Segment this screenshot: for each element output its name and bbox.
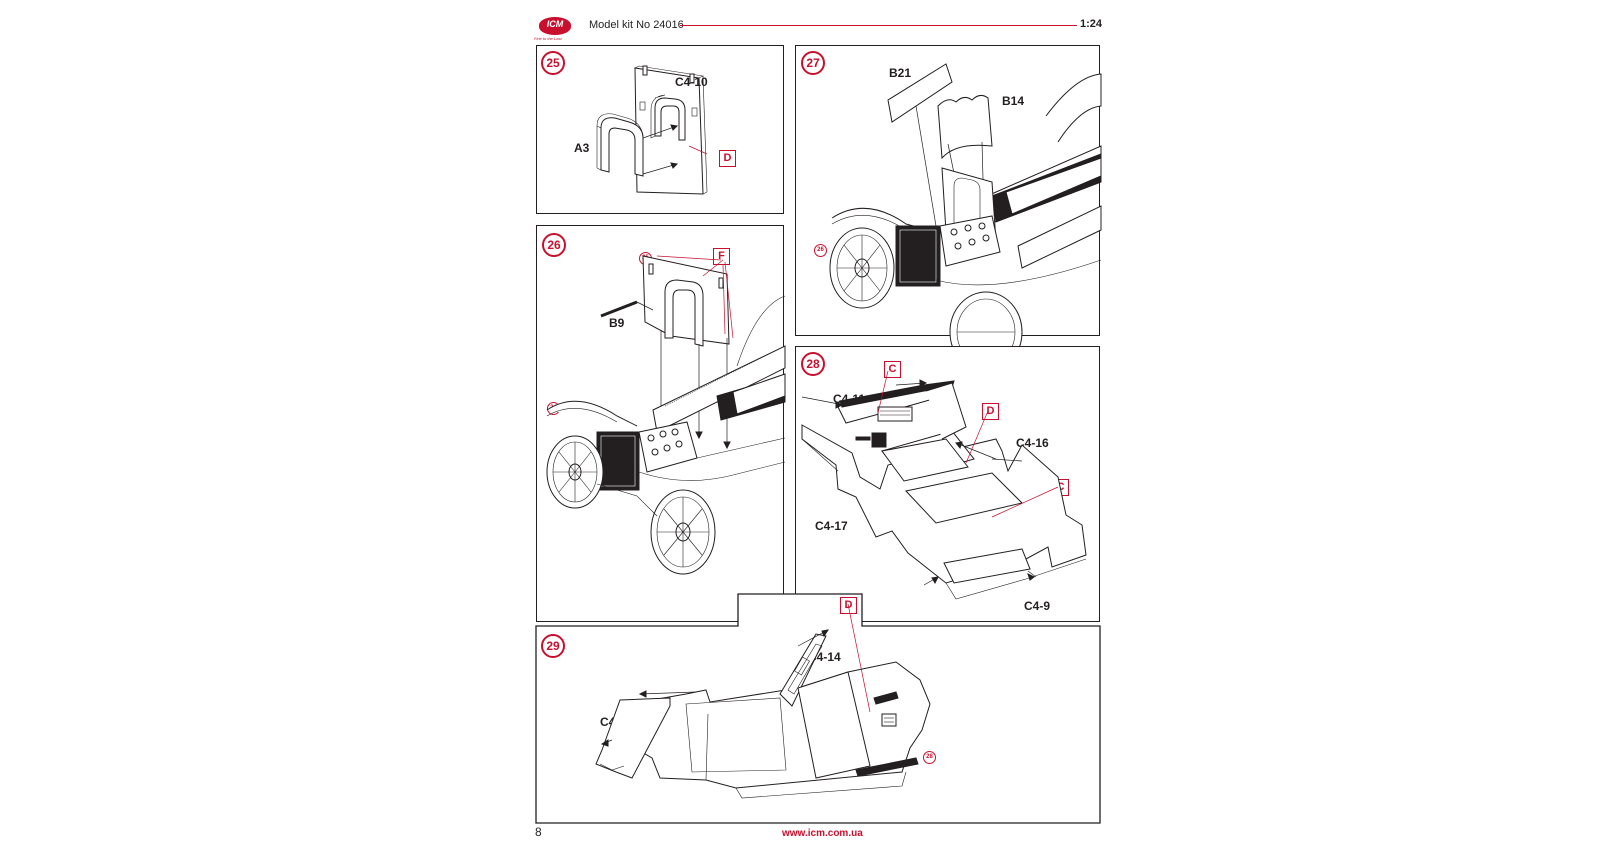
- color-ref-f: F: [713, 248, 730, 265]
- icm-logo: ICM: [539, 17, 571, 35]
- step-25-panel: 25 C4-10 A3 D: [536, 45, 784, 214]
- part-label-a3: A3: [574, 141, 590, 155]
- step-25-badge: 25: [541, 51, 565, 75]
- kit-title: Model kit No 24016: [589, 19, 684, 31]
- page-number: 8: [535, 825, 542, 839]
- step-29-badge: 29: [541, 634, 565, 658]
- part-label-b21: B21: [889, 66, 912, 80]
- part-label-c4-10: C4-10: [675, 75, 708, 89]
- step-29-illustration: [595, 603, 931, 799]
- color-ref-c-1: C: [884, 361, 901, 378]
- step-26-badge: 26: [542, 233, 566, 257]
- ref-step-28: 28: [923, 751, 936, 764]
- color-ref-d: D: [982, 403, 999, 420]
- part-label-c4-17: C4-17: [815, 519, 848, 533]
- step-29-panel: 29 C4-14 C4-12 D 28: [536, 597, 1100, 823]
- scale-label: 1:24: [1080, 18, 1103, 30]
- part-label-b9: B9: [609, 316, 625, 330]
- part-label-b14: B14: [1002, 94, 1025, 108]
- step-25-illustration: [596, 65, 708, 195]
- footer-url[interactable]: www.icm.com.ua: [782, 828, 863, 839]
- step-28-illustration: [801, 370, 1087, 600]
- ref-step-26: 26: [814, 244, 827, 257]
- logo-slogan: Fine to the Last: [534, 36, 562, 41]
- step-27-badge: 27: [801, 51, 825, 75]
- header-divider: [680, 25, 1077, 26]
- step-27-panel: 27 B21 B14 26: [795, 45, 1102, 373]
- step-26-panel: 26 25 24 F B9: [536, 225, 786, 622]
- step-27-illustration: [829, 63, 1102, 373]
- step-28-panel: 28 C D C C4-11 C4-16 C4-17 C4-9: [795, 346, 1100, 622]
- color-ref-d: D: [719, 150, 736, 167]
- step-28-badge: 28: [801, 352, 825, 376]
- step-26-illustration: [546, 255, 786, 575]
